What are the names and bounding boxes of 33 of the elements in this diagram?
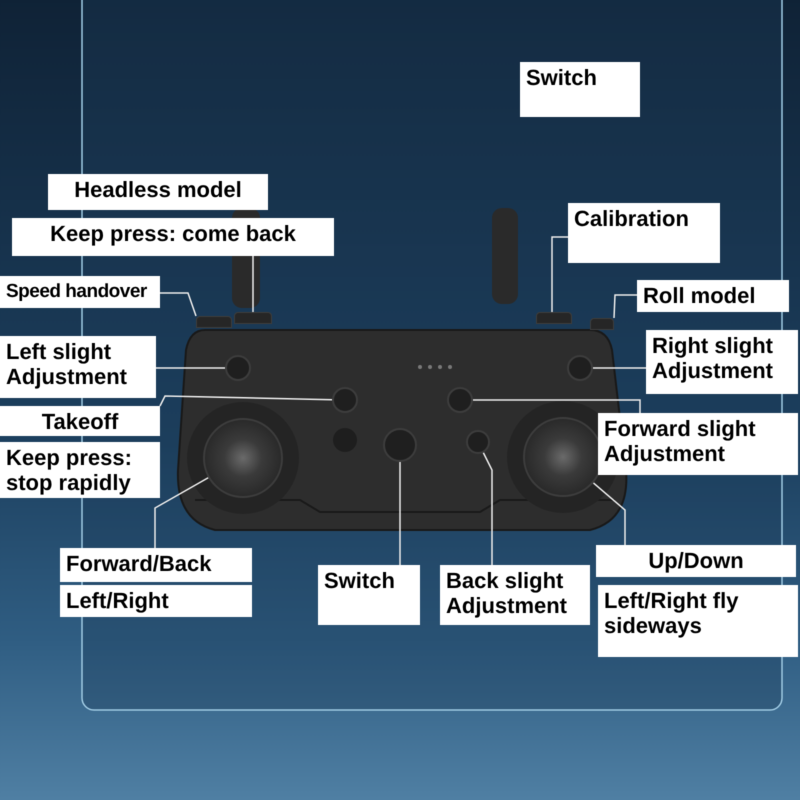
callout-label: Right slight Adjustment (646, 330, 798, 394)
callout-label: Forward slight Adjustment (598, 413, 798, 475)
leader-line (613, 294, 637, 318)
shoulder-button (536, 312, 572, 324)
callout-label: Left/Right fly sideways (598, 585, 798, 657)
leader-line (399, 462, 401, 565)
callout-label: Left/Right (60, 585, 252, 617)
callout-label: Forward/Back (60, 548, 252, 582)
callout-label: Calibration (568, 203, 720, 263)
leader-line (156, 367, 225, 369)
callout-label: Up/Down (596, 545, 796, 577)
leader-line (593, 367, 646, 369)
callout-label: Headless model (48, 174, 268, 210)
leader-line (154, 477, 209, 548)
shoulder-button (234, 312, 272, 324)
callout-label: Back slight Adjustment (440, 565, 590, 625)
callout-label: Keep press: come back (12, 218, 334, 256)
leader-line (551, 236, 568, 312)
callout-label: Switch (318, 565, 420, 625)
shoulder-button (590, 318, 614, 330)
callout-label: Keep press: stop rapidly (0, 442, 160, 498)
shoulder-button (196, 316, 232, 328)
leader-line (160, 292, 197, 316)
callout-label: Roll model (637, 280, 789, 312)
leader-line (482, 452, 493, 565)
callout-label: Takeoff (0, 406, 160, 436)
leader-line (252, 256, 254, 312)
leader-line (592, 482, 626, 545)
callout-label: Switch (520, 62, 640, 117)
callout-label: Speed handover (0, 276, 160, 308)
callout-label: Left slight Adjustment (0, 336, 156, 398)
leader-line (473, 399, 641, 413)
leader-line (159, 395, 332, 406)
